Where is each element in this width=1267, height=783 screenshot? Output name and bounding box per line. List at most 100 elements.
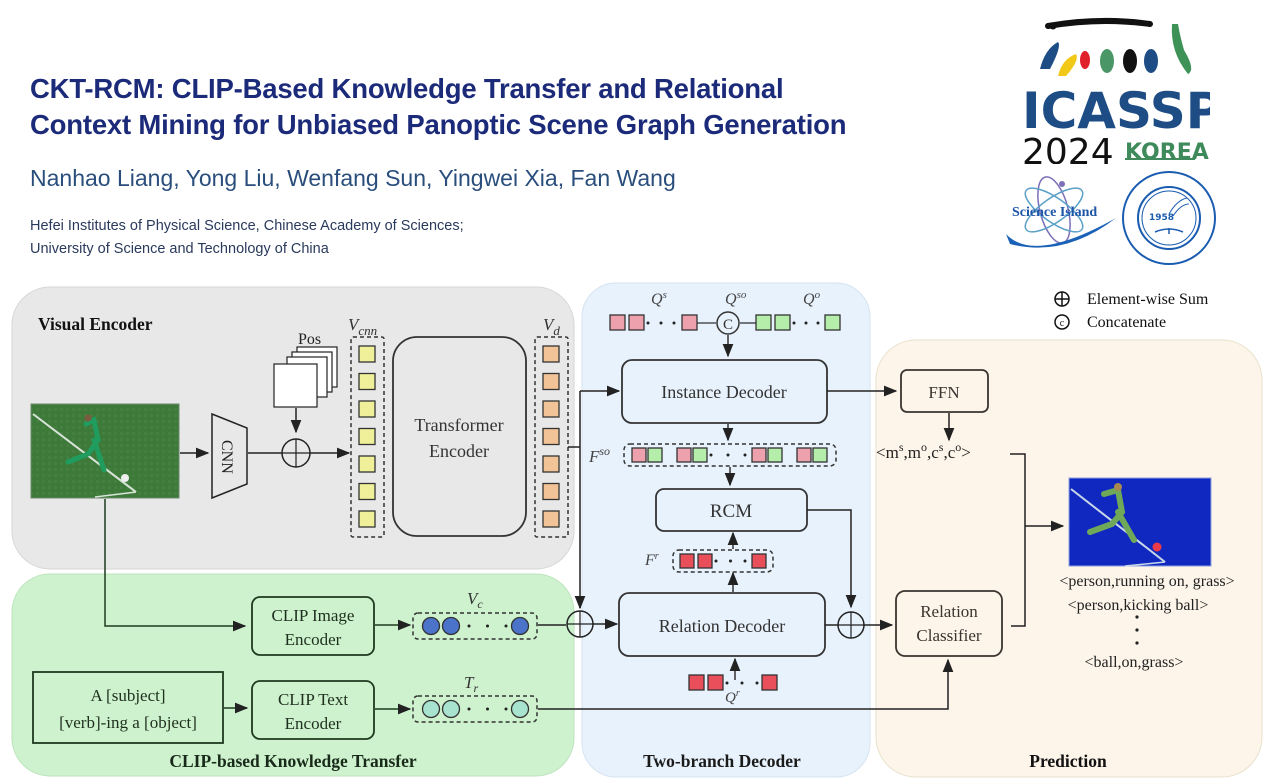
fr-label: Fr [644, 551, 659, 569]
sum-legend-label: Element-wise Sum [1087, 291, 1209, 308]
vcnn-tokens [358, 345, 376, 528]
triplet-2: <person,kicking ball> [1068, 597, 1209, 614]
prompt-template-box [32, 671, 224, 744]
segmented-person [1087, 486, 1137, 543]
tr-tokens [421, 699, 530, 719]
logo-brush-red [1080, 51, 1090, 69]
fso-object-token [692, 447, 708, 463]
fso-tokens [631, 447, 828, 463]
fso-subject-token [676, 447, 692, 463]
vd-token [542, 427, 560, 446]
vcnn-token [358, 400, 376, 418]
vd-token [542, 510, 560, 528]
tr-label: Tr [464, 673, 478, 695]
triplet-1: <person,running on, grass> [1059, 573, 1234, 590]
subject-query-token [609, 314, 626, 331]
ustc-inner-ring-2 [1141, 190, 1197, 246]
vc-group [412, 612, 538, 640]
vc-token [441, 616, 461, 636]
relation-classifier-block [895, 590, 1003, 657]
ellipsis-dot [726, 453, 730, 457]
concat-legend-icon [1054, 314, 1070, 330]
transformer-encoder-block [392, 336, 527, 537]
tr-token [510, 699, 530, 719]
transformer-label-line1: Transformer [414, 415, 503, 435]
tr-token [441, 699, 461, 719]
logo-brush-black [1123, 49, 1137, 73]
title-line-2: Context Mining for Unbiased Panoptic Sce… [30, 109, 847, 140]
vd-tokens [542, 345, 560, 528]
ustc-logo: 1958 [1122, 171, 1216, 265]
ustc-outer-ring [1122, 171, 1216, 265]
logo-country: KOREA [1125, 140, 1209, 164]
science-island-logo: Science Island [1006, 176, 1116, 248]
relation-query-token [707, 674, 724, 691]
object-query-token [824, 314, 841, 331]
clip-image-encoder [251, 596, 375, 656]
fso-subject-token [631, 447, 647, 463]
logo-icassp-text: ICASSP [1022, 82, 1210, 140]
subject-query-token [628, 314, 645, 331]
ellipsis-dot [714, 559, 718, 563]
ellipsis-dot [486, 707, 489, 711]
sum-node-rcm [837, 611, 865, 639]
vcnn-token [358, 510, 376, 528]
cnn-label: CNN [218, 440, 235, 474]
vd-token [542, 455, 560, 473]
ellipsis-dot [729, 559, 732, 563]
ustc-inner-ring [1137, 186, 1201, 250]
concat-legend-label: Concatenate [1087, 314, 1166, 331]
visual-encoder-title: Visual Encoder [38, 314, 153, 334]
science-island-swoosh [1006, 218, 1116, 248]
ellipsis-dot [740, 681, 744, 685]
vcnn-token [358, 427, 376, 446]
relation-query-token [761, 674, 778, 691]
qr-label: Qr [725, 688, 740, 706]
ellipsis-dot [504, 707, 508, 711]
mask-class-tuple: <ms,mo,cs,co> [876, 440, 971, 462]
logo-country-underline [1125, 158, 1195, 160]
vd-token [542, 345, 560, 363]
clip-image-encoder-line1: CLIP Image [272, 606, 355, 625]
subject-query-tokens [609, 314, 698, 331]
vc-token [421, 616, 441, 636]
tr-token [421, 699, 441, 719]
subject-query-token [681, 314, 698, 331]
qso-label: Qso [725, 289, 747, 308]
affiliation-line-1: Hefei Institutes of Physical Science, Ch… [30, 218, 464, 234]
ball-icon [121, 474, 129, 482]
sum-node-pos [281, 438, 311, 468]
fr-tokens [679, 553, 767, 569]
relation-decoder-label: Relation Decoder [659, 616, 785, 636]
logo-brush-blue [1040, 42, 1059, 69]
prompt-line2: [verb]-ing a [object] [59, 713, 197, 732]
vcnn-token [358, 455, 376, 473]
cnn-block [211, 412, 248, 500]
transformer-label-line2: Encoder [429, 441, 489, 461]
vd-group [534, 336, 569, 538]
clip-panel [11, 573, 575, 777]
ellipsis-dots [1135, 615, 1139, 645]
clip-text-encoder [251, 680, 375, 740]
object-query-token [755, 314, 772, 331]
tr-group [412, 695, 538, 723]
pos-label: Pos [298, 331, 321, 348]
vcnn-token [358, 345, 376, 363]
vd-token [542, 372, 560, 391]
output-segmentation-image [1068, 477, 1212, 567]
ellipsis-dot [467, 624, 471, 628]
relation-query-token [688, 674, 705, 691]
sum-node-clip [566, 610, 594, 638]
fso-object-token [767, 447, 783, 463]
fr-group [672, 549, 774, 573]
vd-label: Vd [543, 315, 560, 338]
ustc-year: 1958 [1149, 213, 1174, 223]
clip-title: CLIP-based Knowledge Transfer [169, 751, 417, 771]
player-figure [65, 416, 107, 473]
concat-node [716, 311, 740, 335]
logo-dot [1049, 22, 1057, 30]
fso-subject-token [796, 447, 812, 463]
clip-text-encoder-line1: CLIP Text [278, 690, 348, 709]
vc-tokens [421, 616, 530, 636]
